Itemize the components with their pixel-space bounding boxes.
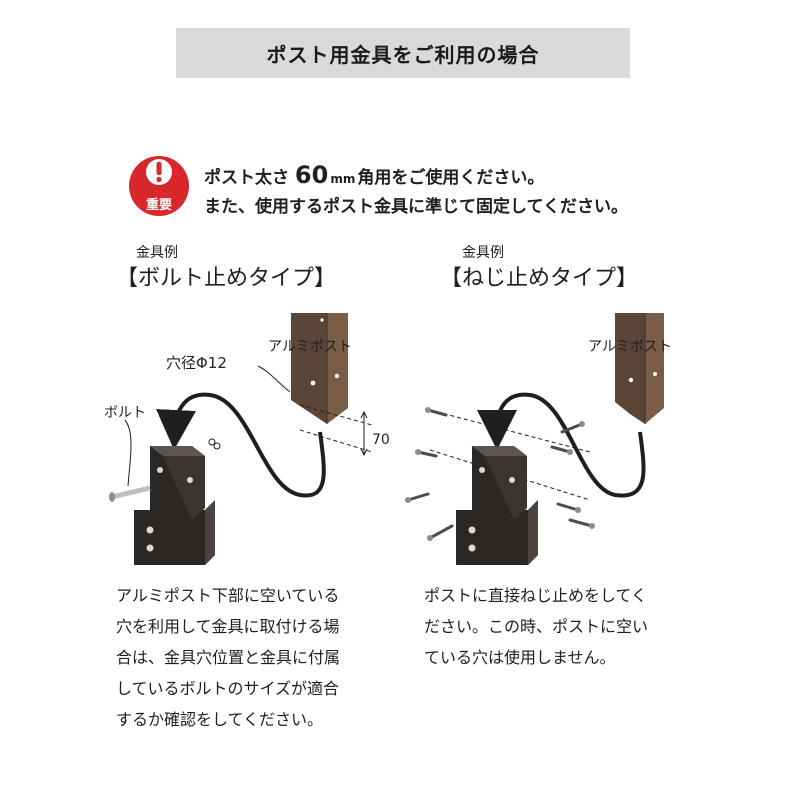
right-description-line: ださい。この時、ポストに空い — [424, 617, 649, 636]
left-description-line: 合は、金具穴位置と金具に付属 — [116, 648, 341, 667]
dimension-lines — [299, 404, 373, 457]
screw-icons — [406, 408, 594, 540]
left-post-label: アルミポスト — [268, 339, 352, 355]
bolt-icon — [109, 485, 151, 502]
dimension-label: 70 — [372, 432, 390, 448]
screw-heads — [405, 407, 595, 541]
left-type-title: 【ボルト止めタイプ】 — [116, 266, 337, 291]
hole-diameter-label: 穴径Φ12 — [166, 354, 227, 372]
right-example-label: 金具例 — [462, 245, 504, 261]
bolt-leader-line — [124, 419, 132, 487]
right-aluminum-post — [615, 313, 664, 424]
notice-line-2: また、使用するポスト金具に準じて固定してください。 — [204, 197, 628, 217]
page-title: ポスト用金具をご利用の場合 — [266, 42, 540, 67]
right-insert-arrow — [477, 392, 646, 498]
important-badge-label: 重要 — [146, 197, 172, 213]
left-description: アルミポスト下部に空いている 穴を利用して金具に取付ける場 合は、金具穴位置と金… — [116, 580, 340, 735]
left-aluminum-post — [291, 313, 348, 424]
left-insert-arrow — [156, 392, 326, 498]
left-example-label: 金具例 — [136, 245, 178, 261]
exclamation-icon: 重要 — [129, 156, 189, 216]
notice-prefix: ポスト太さ — [204, 168, 289, 188]
left-description-line: するか確認をしてください。 — [116, 710, 324, 729]
important-badge: 重要 — [128, 149, 190, 223]
right-description: ポストに直接ねじ止めをしてく ださい。この時、ポストに空い ている穴は使用しませ… — [424, 580, 648, 673]
right-post-label: アルミポスト — [588, 339, 672, 355]
left-description-line: アルミポスト下部に空いている — [116, 586, 340, 605]
post-size-value: 60 — [294, 161, 329, 189]
left-description-line: 穴を利用して金具に取付ける場 — [116, 617, 340, 636]
left-bracket — [134, 446, 215, 565]
nut-icon — [208, 438, 221, 450]
right-description-line: ポストに直接ねじ止めをしてく — [424, 586, 648, 605]
notice-suffix: 角用をご使用ください。 — [357, 168, 545, 188]
header-bar: ポスト用金具をご利用の場合 — [176, 28, 630, 78]
bolt-label: ボルト — [104, 405, 146, 421]
hole-leader-line — [257, 365, 291, 393]
post-size-unit: mm — [330, 172, 356, 186]
right-type-title: 【ねじ止めタイプ】 — [440, 266, 639, 291]
right-description-line: ている穴は使用しません。 — [424, 648, 616, 667]
right-bracket — [456, 446, 538, 565]
left-description-line: しているボルトのサイズが適合 — [116, 679, 340, 698]
